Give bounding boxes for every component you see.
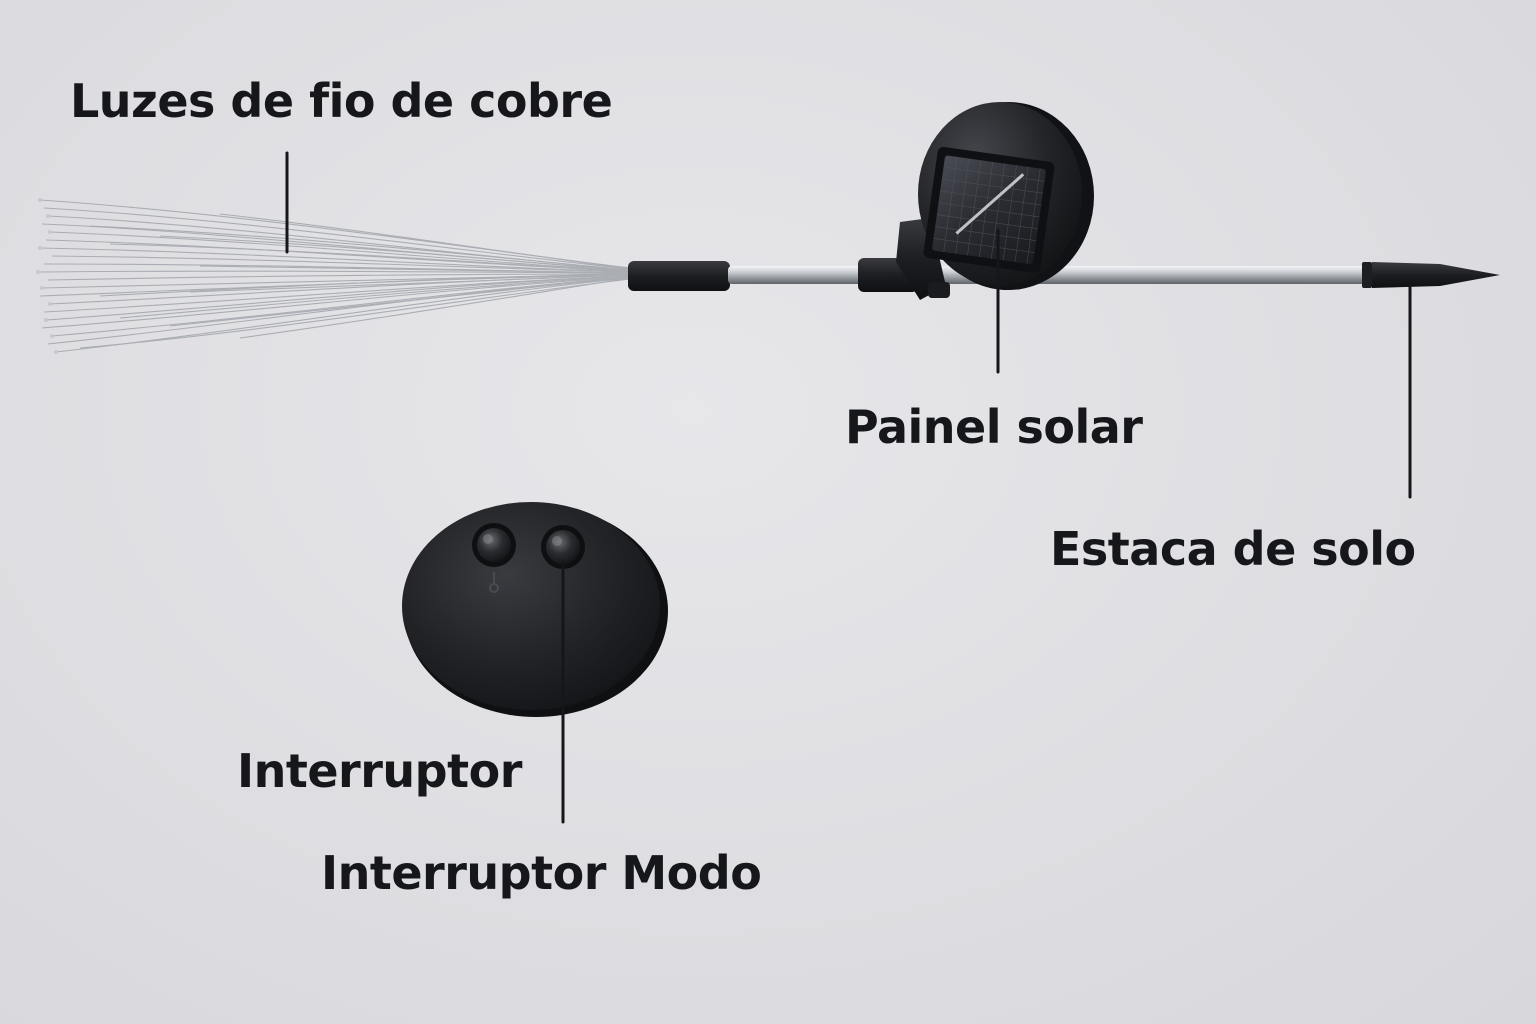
wire-collar bbox=[628, 261, 730, 291]
label-switch: Interruptor bbox=[237, 744, 522, 798]
power-symbol-icon bbox=[489, 572, 499, 593]
label-solar-panel: Painel solar bbox=[845, 400, 1143, 454]
copper-wire-bundle bbox=[37, 199, 631, 353]
ground-stake bbox=[1362, 262, 1500, 288]
control-disc bbox=[402, 502, 668, 717]
power-switch-button[interactable] bbox=[472, 523, 516, 567]
leader-lines bbox=[285, 151, 1412, 824]
solar-panel-head bbox=[918, 102, 1094, 290]
mode-switch-button[interactable] bbox=[541, 525, 585, 569]
label-copper-wire-lights: Luzes de fio de cobre bbox=[70, 74, 613, 128]
label-mode-switch: Interruptor Modo bbox=[321, 846, 762, 900]
label-ground-stake: Estaca de solo bbox=[1050, 522, 1416, 576]
fiber-tips bbox=[36, 198, 58, 354]
